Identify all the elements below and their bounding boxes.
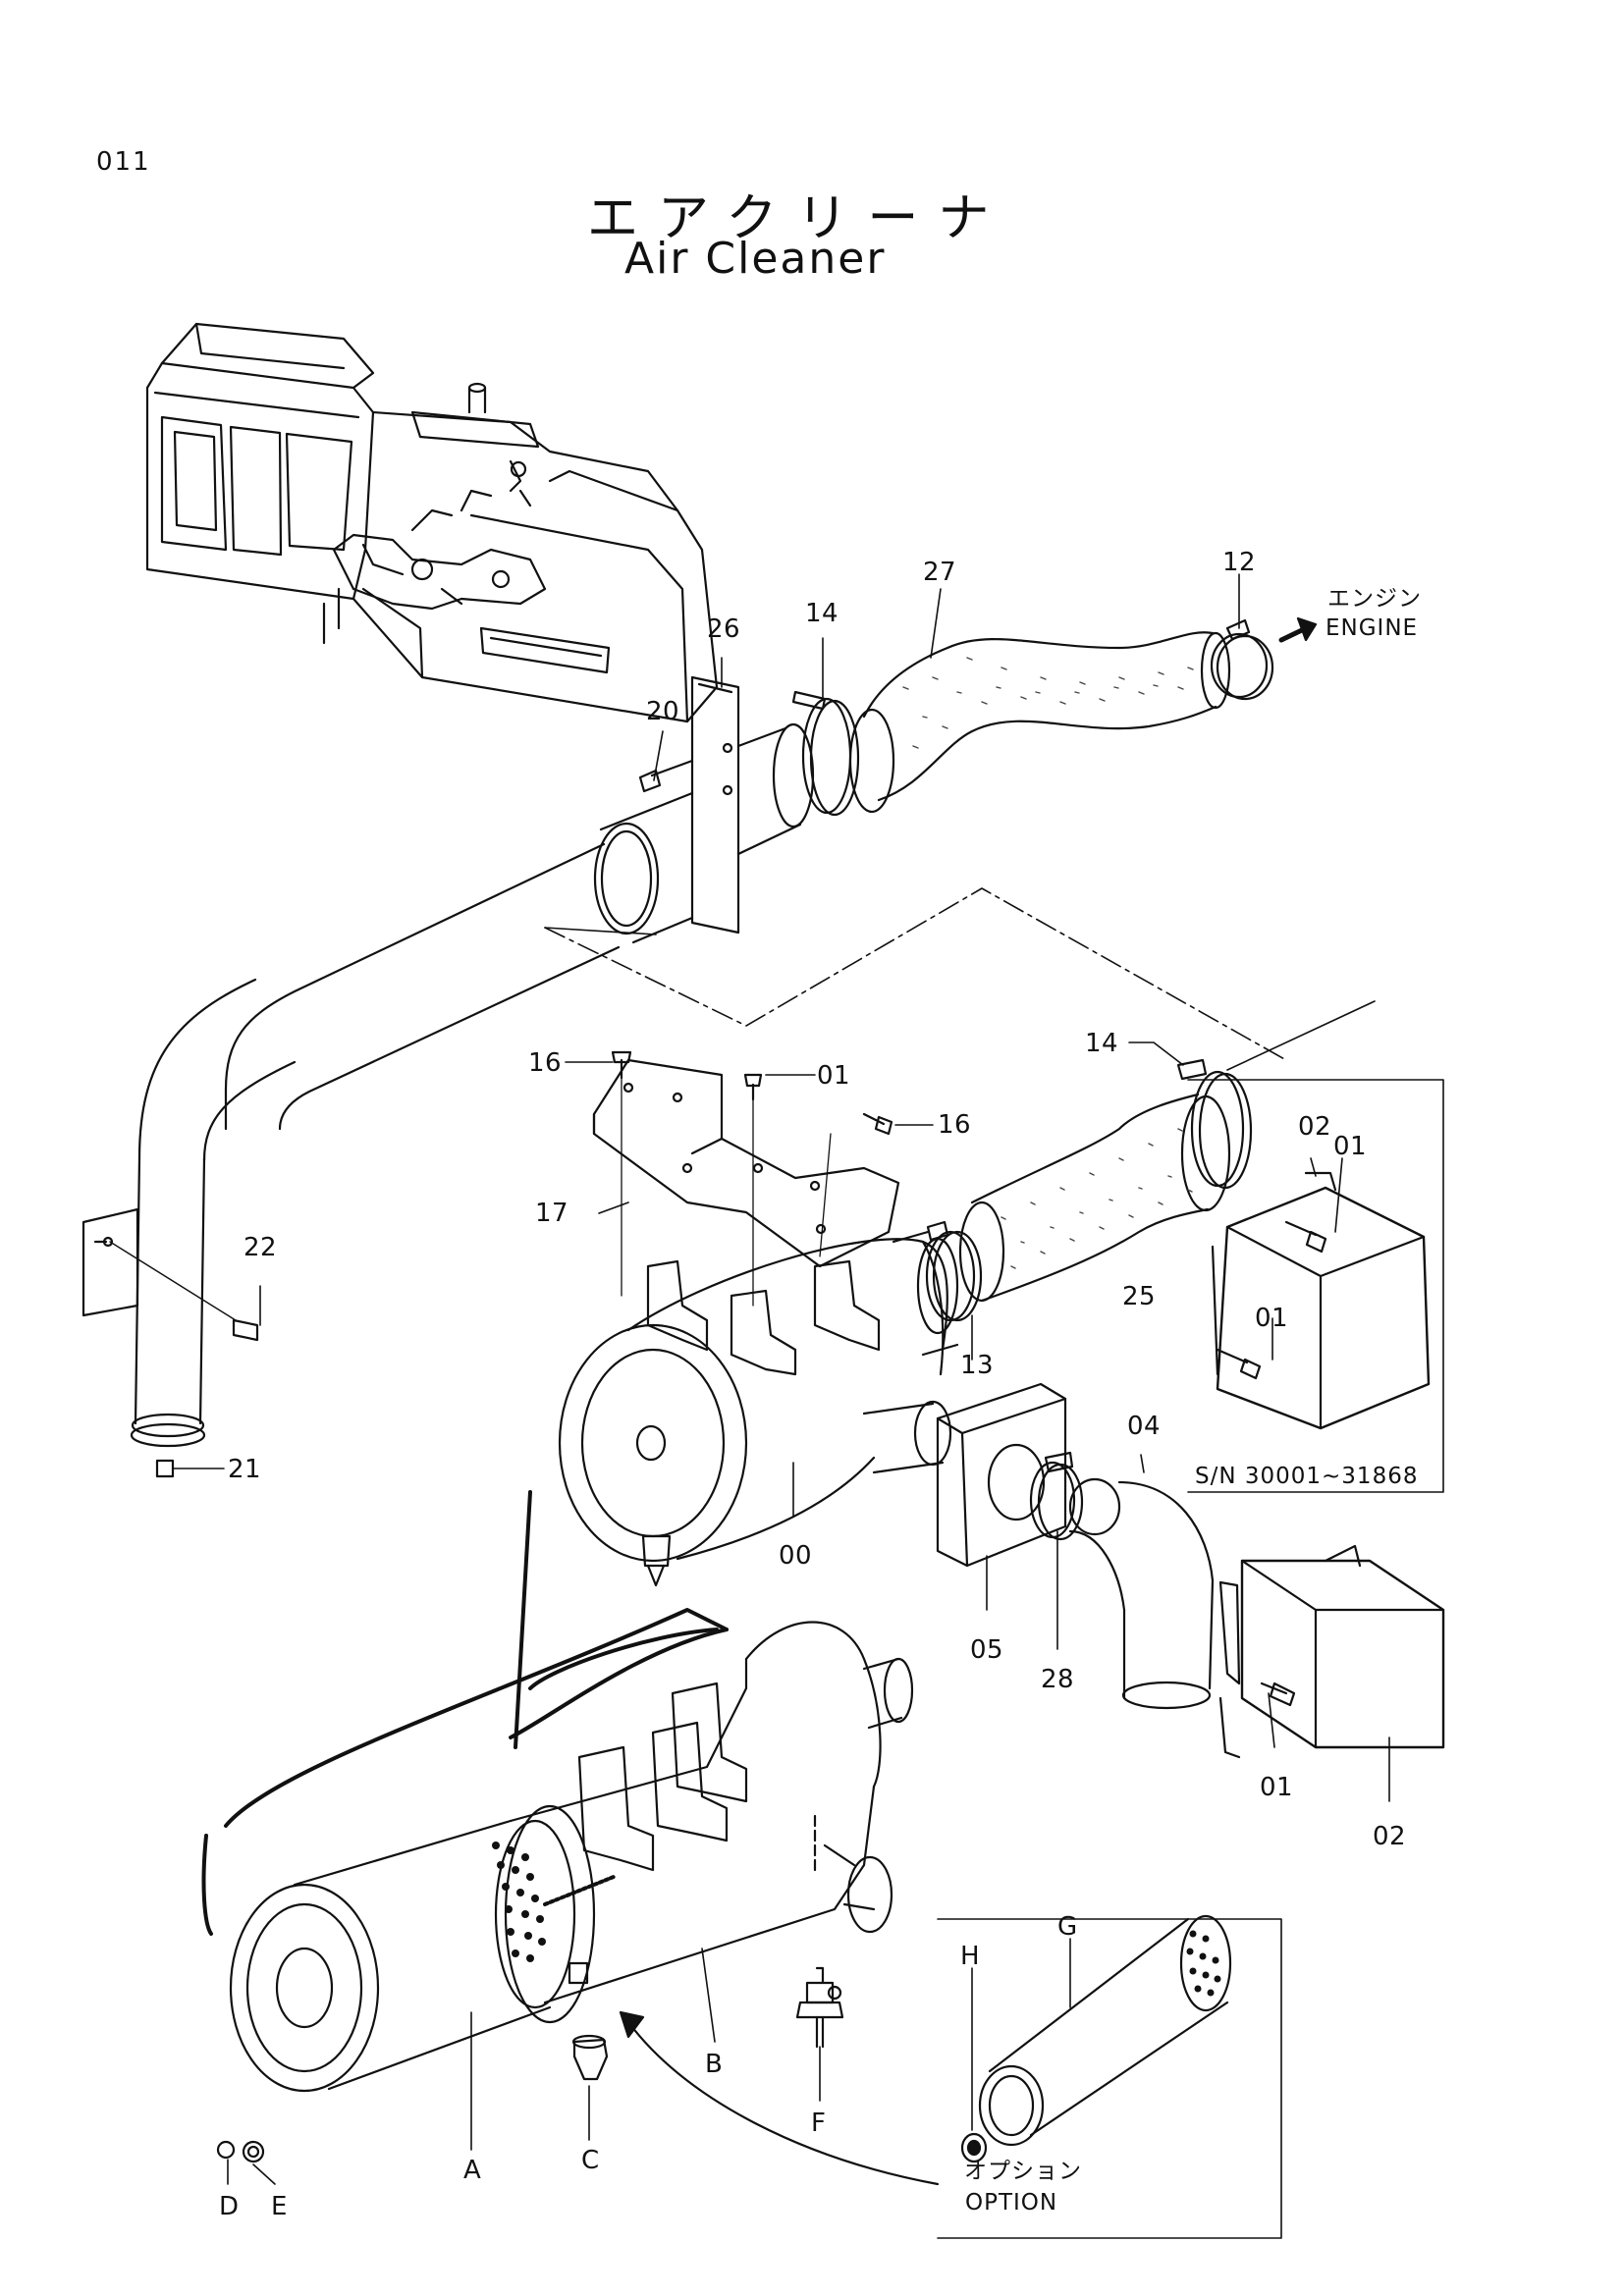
serial-number-note: S/N 30001~31868 [1195,1464,1419,1489]
callout-H: H [960,1942,981,1971]
leader-lines [173,574,1389,2184]
callout-01-middle: 01 [1255,1304,1289,1333]
exploded-element-view [204,1492,938,2184]
callout-02-upper: 02 [1298,1112,1332,1142]
connector-lines [545,888,1375,1070]
page-title-japanese: エアクリーナ [587,189,1009,248]
callout-04: 04 [1127,1412,1162,1441]
callout-G: G [1057,1912,1078,1942]
rain-cap-lower [1220,1546,1443,1757]
callout-01-lower: 01 [1260,1773,1294,1802]
callout-17: 17 [535,1199,569,1228]
outlet-hose [927,1060,1251,1320]
engine-note-japanese: エンジン [1327,586,1422,612]
callout-25: 25 [1122,1282,1157,1311]
callout-C: C [581,2146,600,2175]
callout-05: 05 [970,1635,1004,1665]
callout-A: A [463,2156,482,2185]
air-cleaner-body [560,1232,957,1585]
excavator-illustration [147,324,717,721]
mounting-bracket [594,1052,898,1306]
page-number: 011 [96,147,151,177]
serial-inset-frame [1188,1080,1443,1492]
intake-duct-assembly [595,618,1316,942]
callout-12: 12 [1222,548,1257,577]
page-title: Air Cleaner [624,234,887,284]
callout-16-right: 16 [938,1110,972,1140]
callout-01-top: 01 [817,1061,851,1091]
rain-cap-upper [1213,1173,1429,1428]
callout-27: 27 [923,558,957,587]
callout-22: 22 [243,1233,278,1262]
option-note: OPTION [965,2190,1058,2216]
callout-F: F [811,2109,827,2138]
engine-note: ENGINE [1325,615,1419,641]
callout-14-right: 14 [1085,1029,1119,1058]
inlet-assembly [938,1384,1213,1708]
callout-16-left: 16 [528,1048,563,1078]
callout-00: 00 [779,1541,813,1571]
callout-01-upper-box: 01 [1333,1132,1368,1161]
precleaner-pipe [83,844,619,1476]
callout-D: D [219,2192,240,2221]
callout-02-lower: 02 [1373,1822,1407,1851]
callout-13: 13 [960,1351,995,1380]
callout-28: 28 [1041,1665,1075,1694]
callout-B: B [705,2050,724,2079]
callout-14-upper: 14 [805,599,839,628]
callout-20: 20 [646,697,680,726]
option-note-japanese: オプション [964,2159,1082,2184]
callout-21: 21 [228,1455,262,1484]
option-inset [938,1916,1281,2238]
callout-26: 26 [707,614,741,644]
callout-E: E [271,2192,288,2221]
